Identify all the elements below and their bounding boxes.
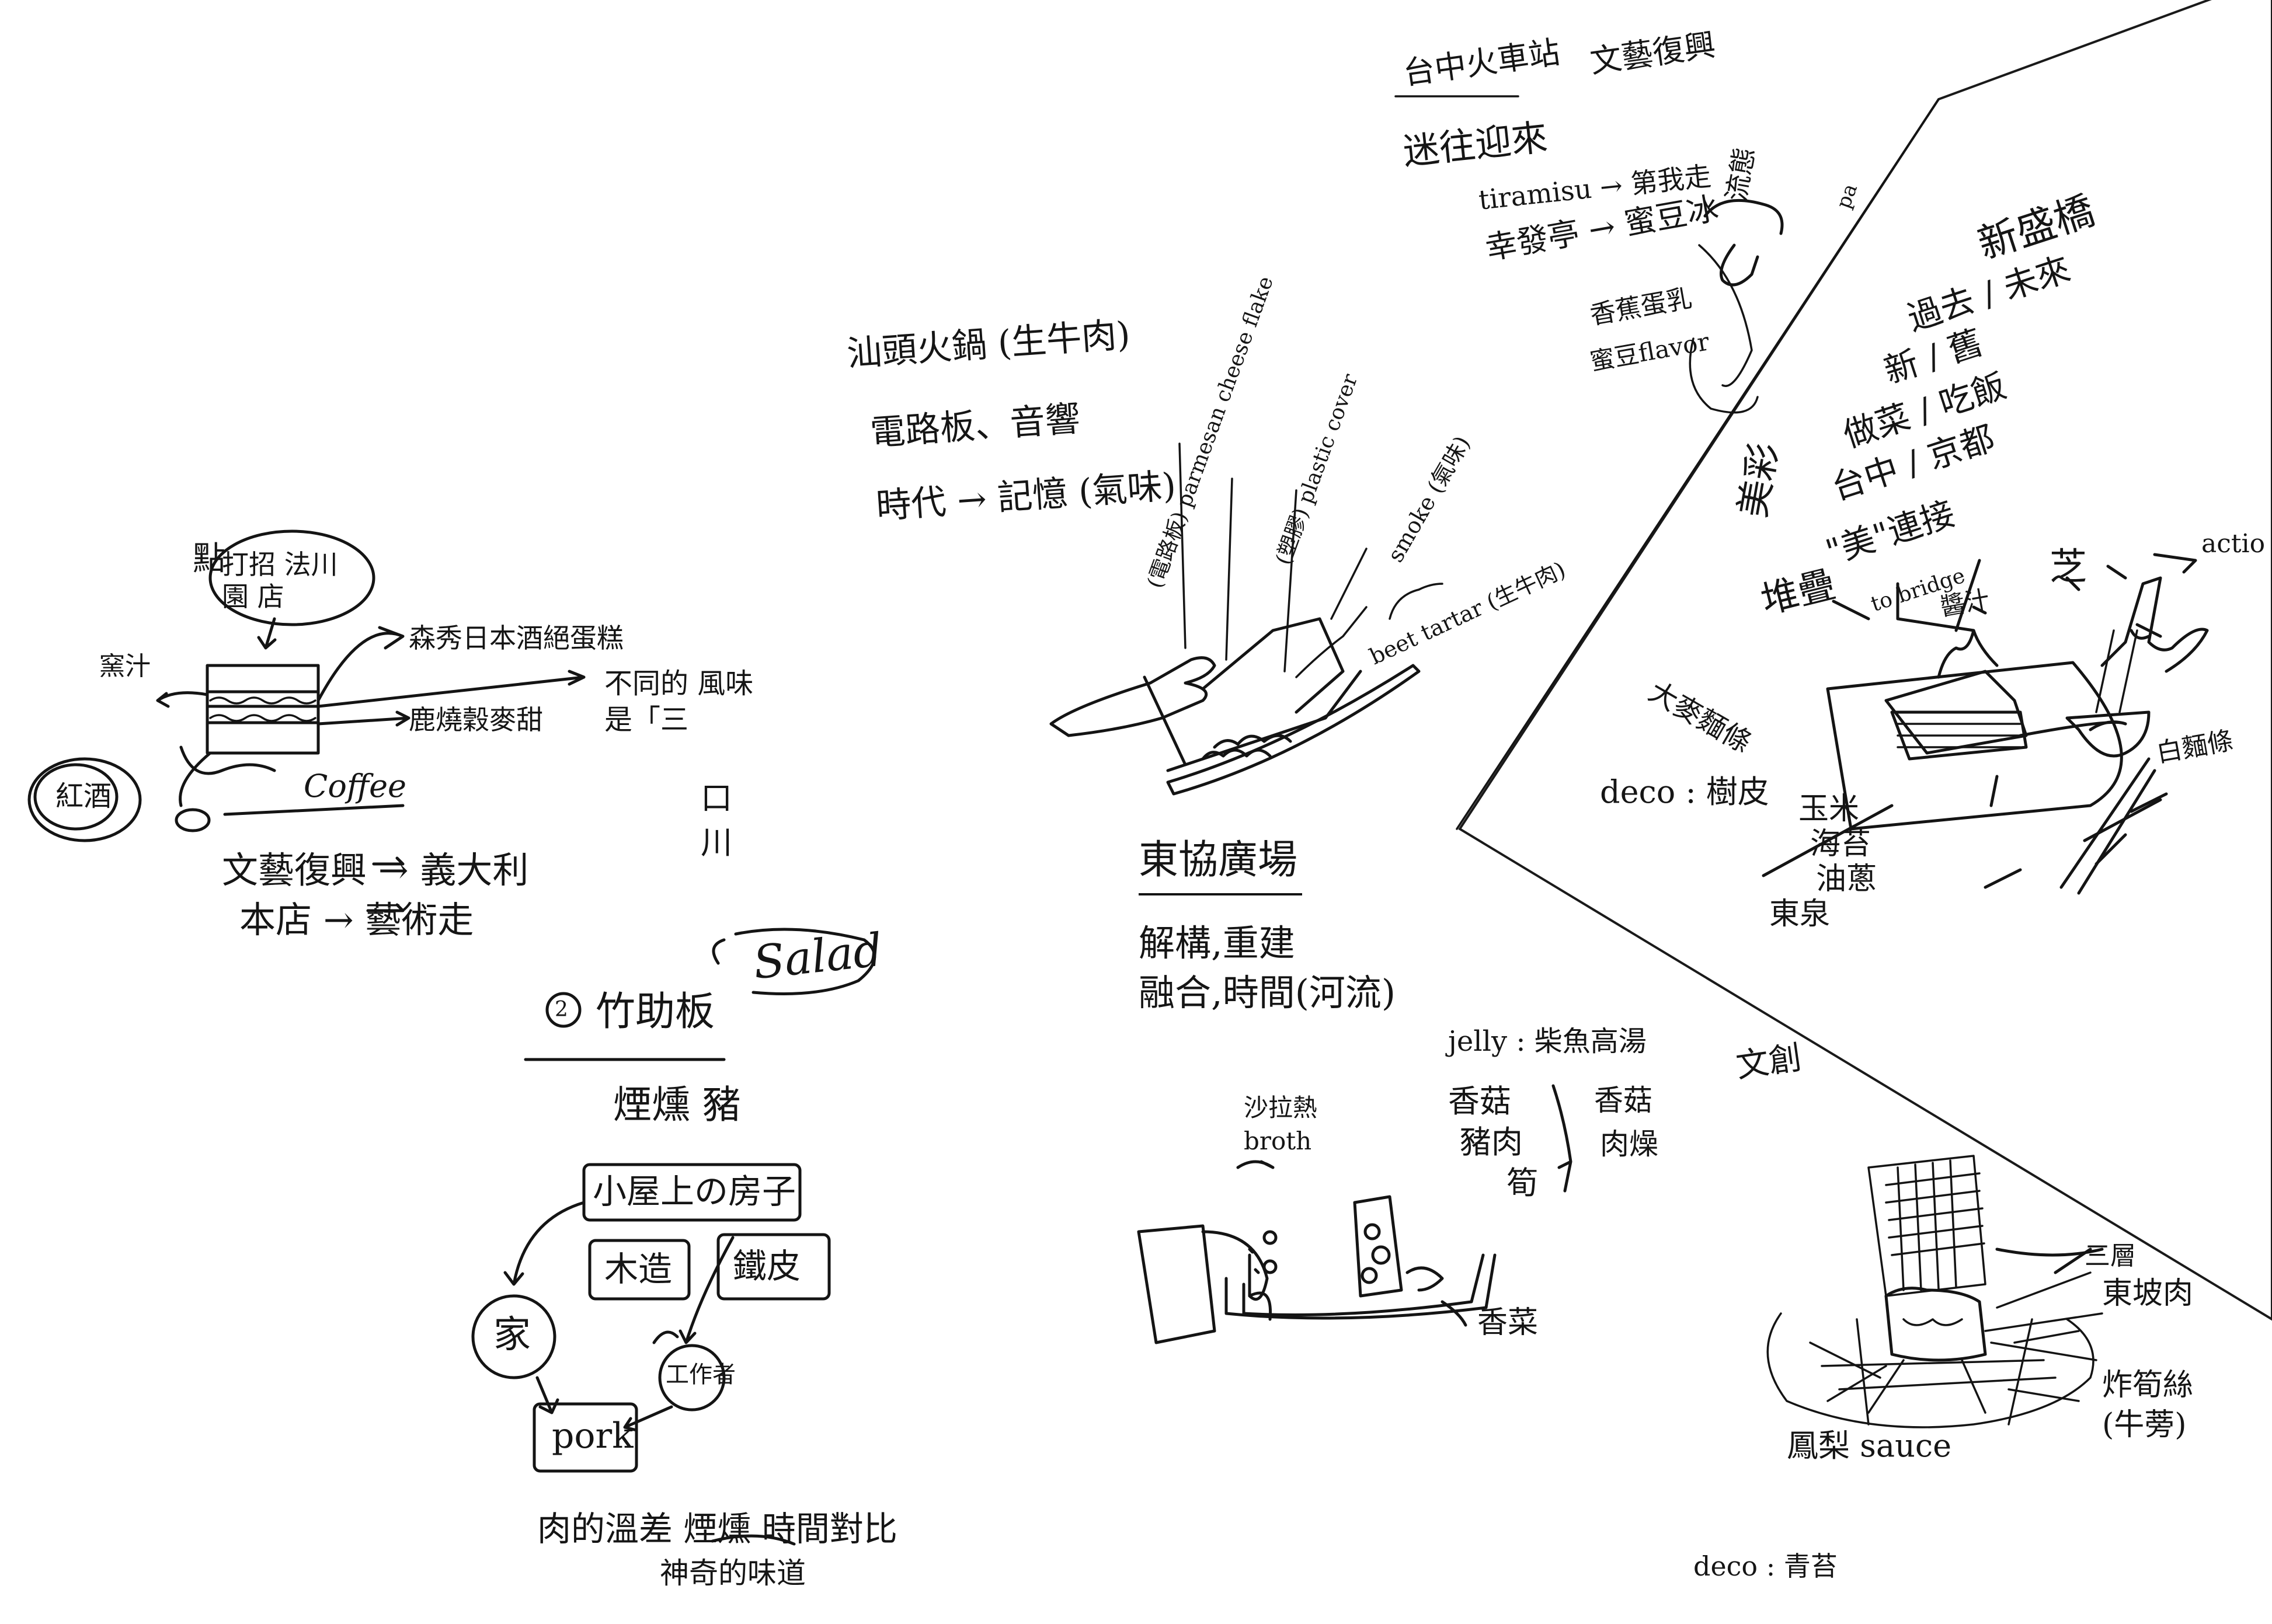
cake-left-top: 窯汁 (99, 654, 151, 679)
sheet-deco: deco : 樹皮 (1600, 776, 1769, 808)
salad-box-iron: 鐵皮 (733, 1249, 801, 1283)
salad-heading: 竹助板 (596, 992, 715, 1032)
sheet-wasabi: 芝 (2050, 549, 2087, 586)
donghai-mushroom-a: 香菇 (1448, 1086, 1511, 1117)
donghai-line-2: 融合,時間(河流) (1139, 975, 1396, 1011)
br-layer: 三層 (2085, 1243, 2136, 1269)
salad-box-top: 小屋上の房子 (593, 1175, 796, 1208)
cake-top-char: 點 (193, 543, 225, 576)
donghai-broth: 沙拉熱 broth (1244, 1092, 1361, 1158)
donghai-mushroom-b: 豬肉 (1460, 1127, 1523, 1158)
tower-drawing (1768, 1156, 2102, 1427)
br-pork: 東坡肉 (2102, 1278, 2193, 1309)
salad-footer-1: 肉的溫差 煙燻 時間對比 (537, 1512, 897, 1546)
br-title: 文創 (1734, 1041, 1804, 1083)
salad-box-pork: pork (552, 1419, 634, 1454)
cake-coffee: Coffee (304, 771, 406, 802)
sheet-ing-2: 海苔 (1810, 829, 1871, 859)
donghai-jelly: jelly : 柴魚高湯 (1448, 1027, 1647, 1055)
cake-line-b: 本店 → 藝術走 (239, 902, 474, 938)
cake-right-col: 不同的 風味是「三 (604, 665, 756, 738)
sheet-ing-1: 玉米 (1798, 794, 1859, 824)
salad-circle-home: 家 (493, 1316, 531, 1354)
donghai-underline (1139, 893, 1302, 895)
cake-arrow-bottom-label: 鹿燒穀麥甜 (409, 706, 543, 733)
br-sauce: 鳳梨 sauce (1787, 1430, 1951, 1462)
salad-footer-2: 神奇的味道 (660, 1559, 806, 1588)
cake-arrow-right-label: 森秀日本酒絕蛋糕 (409, 625, 624, 651)
donghai-side-b: 肉燥 (1600, 1130, 1658, 1159)
sheet-action: actio (2201, 531, 2265, 557)
donghai-line-1: 解構,重建 (1139, 925, 1295, 961)
donghai-mushroom-c: 筍 (1506, 1168, 1538, 1199)
cake-right-col-2: 口 川 (701, 776, 747, 865)
cake-line-a: 文藝復興 → 義大利 (222, 852, 528, 888)
cake-circle-left: 紅酒 (55, 782, 112, 810)
salad-title: Salad (751, 928, 885, 987)
br-fried: 炸筍絲 (牛蒡) (2102, 1366, 2231, 1445)
salad-box-wood: 木造 (604, 1252, 672, 1286)
sheet-ing-4: 東泉 (1769, 899, 1830, 929)
donghai-title: 東協廣場 (1139, 841, 1297, 880)
salad-subheading: 煙燻 豬 (613, 1086, 741, 1124)
cake-circle-label: 打招 法川園 店 (222, 549, 350, 613)
salad-number: 2 (555, 999, 568, 1020)
sheet-ing-3: 油蔥 (1816, 864, 1877, 894)
donghai-cilantro: 香菜 (1477, 1308, 1538, 1338)
donghai-side-a: 香菇 (1594, 1086, 1652, 1115)
salad-circle-worker: 工作者 (666, 1363, 736, 1386)
br-deco: deco : 青苔 (1693, 1553, 1838, 1580)
